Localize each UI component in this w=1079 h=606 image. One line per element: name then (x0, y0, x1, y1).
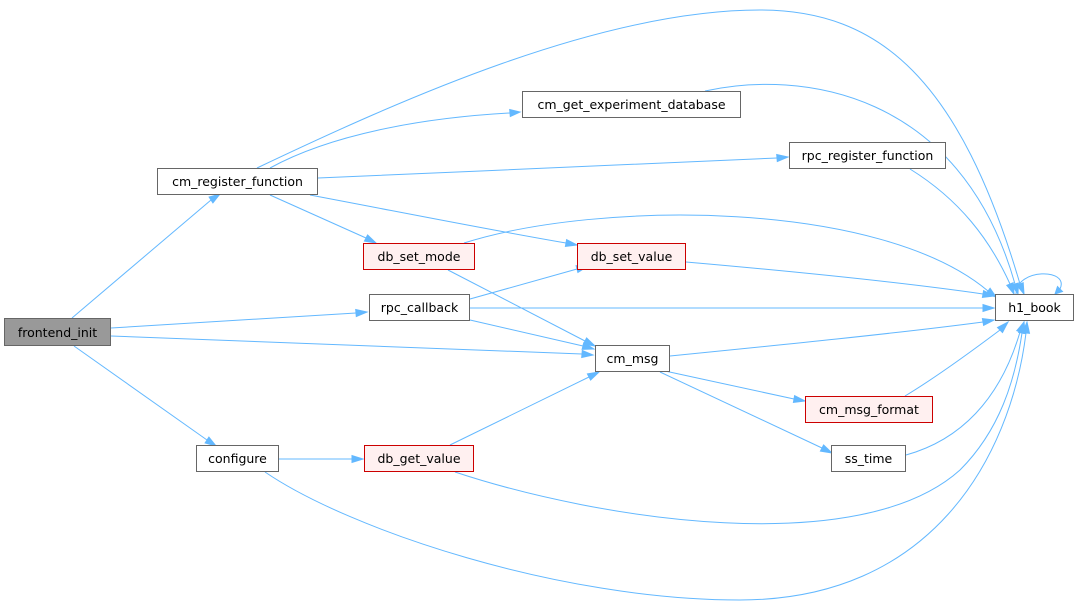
edge-frontend-init-to-cm-register-function (71, 199, 212, 319)
node-db-set-mode[interactable]: db_set_mode (363, 243, 475, 270)
arrowhead-cm-msg-format-to-h1-book (996, 320, 1010, 334)
edge-db-set-value-to-h1-book (685, 261, 984, 295)
edge-rpc-callback-to-cm-msg (469, 319, 584, 347)
arrowhead-frontend-init-to-configure (204, 436, 218, 447)
node-rpc-register-function[interactable]: rpc_register_function (789, 142, 946, 169)
edge-frontend-init-to-cm-msg (110, 335, 583, 355)
node-cm-msg-format[interactable]: cm_msg_format (805, 396, 933, 423)
edge-cm-register-function-to-rpc-register-function (317, 157, 778, 179)
node-h1-book[interactable]: h1_book (995, 294, 1074, 321)
arrowhead-db-get-value-to-h1-book (1017, 320, 1026, 335)
edge-db-set-mode-to-cm-msg (447, 269, 586, 342)
edge-cm-register-function-to-h1-book (256, 9, 1021, 285)
arrowhead-rpc-callback-to-cm-msg (581, 341, 596, 350)
edge-frontend-init-to-configure (73, 345, 208, 441)
arrowhead-frontend-init-to-cm-register-function (208, 193, 222, 204)
edge-ss-time-to-h1-book (905, 331, 1021, 456)
edge-rpc-register-function-to-h1-book (909, 168, 1011, 285)
edge-db-get-value-to-h1-book (454, 332, 1023, 525)
arrowhead-h1-book-to-h1-book (1054, 285, 1064, 295)
edge-cm-msg-to-h1-book (669, 321, 984, 357)
arrowhead-db-get-value-to-cm-msg (586, 371, 601, 381)
edge-cm-register-function-to-db-set-value (309, 194, 567, 244)
node-frontend-init: frontend_init (4, 318, 111, 346)
arrowhead-frontend-init-to-cm-msg (581, 349, 595, 359)
node-cm-register-function[interactable]: cm_register_function (157, 168, 318, 195)
edge-frontend-init-to-rpc-callback (110, 312, 357, 329)
arrowhead-cm-msg-to-ss-time (819, 444, 834, 454)
edge-configure-to-h1-book (264, 332, 1027, 601)
edge-h1-book-to-h1-book (1015, 273, 1062, 295)
arrowhead-db-set-value-to-h1-book (981, 289, 996, 298)
arrowhead-cm-msg-to-h1-book (981, 318, 996, 327)
node-rpc-callback[interactable]: rpc_callback (369, 294, 470, 321)
node-cm-get-experiment-database[interactable]: cm_get_experiment_database (522, 91, 741, 118)
edge-db-set-mode-to-h1-book (463, 214, 989, 292)
arrowhead-configure-to-db-get-value (351, 454, 365, 464)
arrowhead-cm-msg-to-cm-msg-format (792, 394, 807, 403)
edge-cm-msg-to-cm-msg-format (664, 370, 795, 400)
node-configure[interactable]: configure (196, 445, 279, 472)
node-cm-msg[interactable]: cm_msg (595, 345, 670, 372)
node-db-get-value[interactable]: db_get_value (364, 445, 474, 472)
arrowhead-rpc-register-function-to-h1-book (1005, 281, 1015, 296)
edge-cm-register-function-to-cm-get-experiment-database (269, 112, 511, 169)
node-ss-time[interactable]: ss_time (831, 445, 906, 472)
edge-db-get-value-to-cm-msg (449, 376, 590, 446)
edge-cm-get-experiment-database-to-h1-book (704, 83, 1016, 285)
arrowhead-rpc-callback-to-h1-book (982, 303, 996, 313)
arrowhead-cm-register-function-to-db-set-value (564, 238, 579, 247)
arrowhead-cm-register-function-to-cm-get-experiment-database (509, 108, 522, 118)
edge-cm-register-function-to-db-set-mode (269, 194, 367, 239)
arrowhead-cm-register-function-to-rpc-register-function (776, 153, 790, 163)
edge-cm-msg-format-to-h1-book (904, 329, 1001, 397)
node-db-set-value[interactable]: db_set_value (577, 243, 686, 270)
edge-rpc-callback-to-db-set-value (469, 268, 578, 300)
arrowhead-cm-register-function-to-db-set-mode (363, 234, 378, 244)
edge-cm-msg-to-ss-time (659, 371, 823, 449)
arrowhead-frontend-init-to-rpc-callback (355, 308, 369, 318)
